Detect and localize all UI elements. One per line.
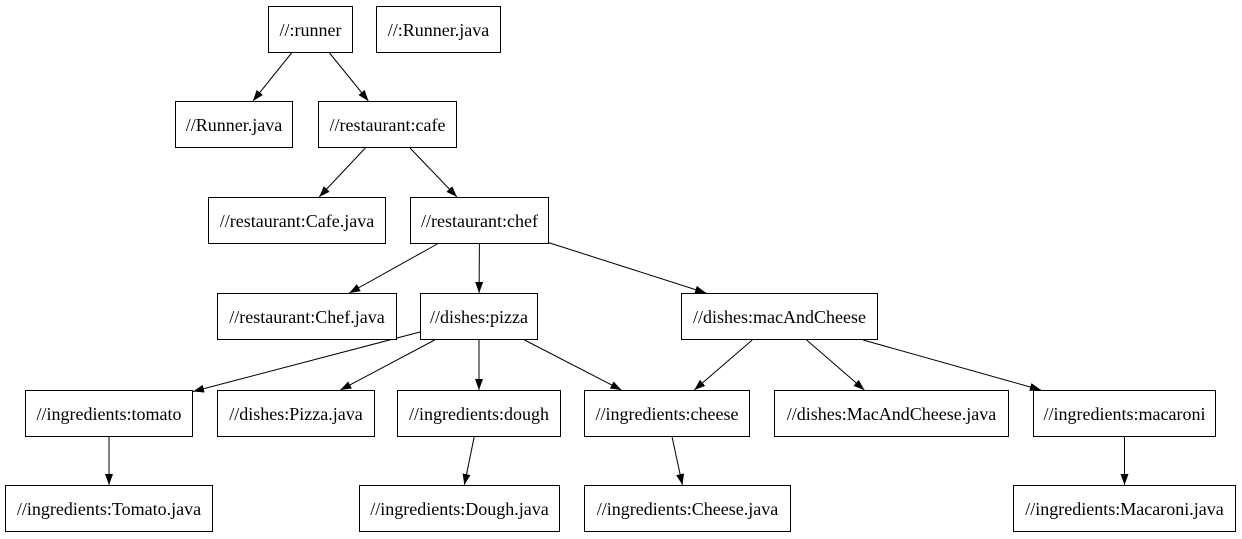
edge-dishes-pizza-ingredients-cheese	[524, 339, 622, 391]
graph-node-label: //:runner	[279, 19, 342, 40]
graph-node-label: //dishes:pizza	[430, 306, 528, 327]
edge-restaurant-cafe-restaurant-chef	[409, 147, 458, 198]
edge-restaurant-cafe-restaurant-cafe-java	[318, 147, 366, 198]
edge-root-runner-restaurant-cafe	[329, 52, 369, 102]
graph-node-label: //restaurant:Chef.java	[229, 306, 385, 327]
graph-node-ingredients-cheese: //ingredients:cheese	[584, 390, 750, 437]
edge-ingredients-dough-ingredients-dough-java	[462, 436, 475, 486]
edge-ingredients-cheese-ingredients-cheese-java	[671, 436, 685, 486]
edge-restaurant-chef-restaurant-chef-java	[348, 243, 438, 294]
graph-node-root-runner: //:runner	[268, 6, 353, 53]
graph-node-label: //:Runner.java	[387, 19, 490, 40]
graph-node-dishes-pizza-java: //dishes:Pizza.java	[217, 390, 375, 437]
edge-dishes-pizza-dishes-pizza-java	[340, 339, 435, 391]
edge-dishes-macandcheese-ingredients-macaroni	[862, 339, 1042, 391]
graph-node-ingredients-cheese-java: //ingredients:Cheese.java	[584, 485, 791, 532]
edge-root-runner-runner-java	[252, 52, 292, 102]
edge-dishes-macandcheese-dishes-macandcheese-java	[806, 339, 865, 391]
graph-node-restaurant-cafe-java: //restaurant:Cafe.java	[208, 197, 386, 244]
graph-node-dishes-macandcheese: //dishes:macAndCheese	[681, 293, 878, 340]
graph-node-dishes-pizza: //dishes:pizza	[420, 293, 538, 340]
graph-node-dishes-macandcheese-java: //dishes:MacAndCheese.java	[774, 390, 1009, 437]
graph-node-label: //restaurant:chef	[421, 210, 538, 231]
graph-node-label: //ingredients:tomato	[36, 403, 182, 424]
graph-node-label: //dishes:macAndCheese	[693, 306, 866, 327]
graph-node-label: //ingredients:Macaroni.java	[1025, 498, 1224, 519]
graph-node-restaurant-chef-java: //restaurant:Chef.java	[217, 293, 397, 340]
graph-node-label: //ingredients:Cheese.java	[596, 498, 779, 519]
graph-node-runner-java: //Runner.java	[175, 101, 293, 148]
graph-node-label: //restaurant:Cafe.java	[219, 210, 375, 231]
graph-node-ingredients-dough-java: //ingredients:Dough.java	[359, 485, 560, 532]
edge-group	[105, 52, 1129, 486]
graph-node-label: //dishes:Pizza.java	[229, 403, 363, 424]
graph-node-label: //ingredients:Dough.java	[370, 498, 549, 519]
graph-node-ingredients-dough: //ingredients:dough	[397, 390, 561, 437]
graph-node-ingredients-macaroni-java: //ingredients:Macaroni.java	[1013, 485, 1236, 532]
edge-dishes-pizza-ingredients-tomato	[192, 331, 421, 393]
graph-node-label: //ingredients:cheese	[595, 403, 739, 424]
graph-node-root-runner-java: //:Runner.java	[376, 6, 501, 53]
edge-dishes-macandcheese-ingredients-cheese	[693, 339, 753, 391]
graph-node-restaurant-chef: //restaurant:chef	[410, 197, 549, 244]
graph-node-label: //ingredients:dough	[409, 403, 549, 424]
graph-node-label: //Runner.java	[185, 114, 283, 135]
graph-node-label: //ingredients:macaroni	[1043, 403, 1206, 424]
graph-node-label: //ingredients:Tomato.java	[16, 498, 202, 519]
graph-node-restaurant-cafe: //restaurant:cafe	[318, 101, 457, 148]
graph-node-ingredients-macaroni: //ingredients:macaroni	[1033, 390, 1216, 437]
graph-node-label: //restaurant:cafe	[329, 114, 446, 135]
graph-node-ingredients-tomato-java: //ingredients:Tomato.java	[5, 485, 213, 532]
graph-node-label: //dishes:MacAndCheese.java	[786, 403, 997, 424]
edge-restaurant-chef-dishes-macandcheese	[548, 242, 707, 294]
graph-node-ingredients-tomato: //ingredients:tomato	[25, 390, 193, 437]
